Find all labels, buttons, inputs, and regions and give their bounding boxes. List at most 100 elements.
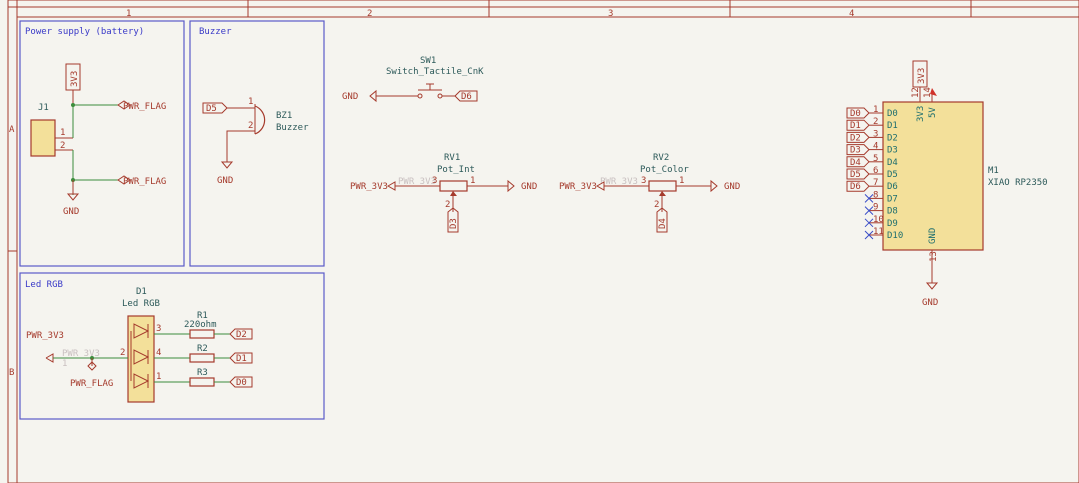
buzzer-value: Buzzer (276, 123, 309, 133)
power-3v3-label: 3V3 (70, 71, 80, 87)
mcu-pin-num-gnd: 13 (929, 251, 939, 262)
row-letter-a: A (9, 125, 15, 135)
r3-ref: R3 (197, 368, 208, 378)
led-resistor-row-1[interactable]: 3 R1 220ohm D2 (154, 311, 253, 340)
mcu-pin-number: 10 (873, 215, 884, 225)
pot-rv2[interactable]: RV2 Pot_Color PWR_3V3 PWR_3V3 3 1 GND 2 … (559, 153, 740, 233)
mcu-pin-number: 8 (873, 190, 878, 200)
mcu-net-label: D2 (850, 133, 861, 143)
rv2-pin-wiper: 2 (654, 200, 659, 210)
mcu-pin-row[interactable]: 9 D8 (864, 203, 898, 217)
mcu-pin-name: D6 (887, 182, 898, 192)
mcu-pin-row[interactable]: 5 D4 D4 (846, 154, 898, 168)
mcu-body[interactable] (882, 101, 984, 251)
rv1-ghost-net: PWR_3V3 (398, 177, 436, 187)
mcu-pin-number: 5 (873, 154, 878, 164)
mcu-m1[interactable]: 3V3 12 14 3V3 5V GND M1 XIAO RP2350 13 G… (846, 60, 1048, 308)
sheet-frame: 1 2 3 4 A B (7, 0, 1079, 483)
mcu-net-label: D4 (850, 158, 861, 168)
rv2-value: Pot_Color (640, 165, 689, 175)
mcu-pin-name: D9 (887, 219, 898, 229)
led-resistor-row-3[interactable]: 1 R3 D0 (154, 368, 253, 388)
mcu-pin-name: D7 (887, 194, 898, 204)
pwr-flag-bottom-label: PWR_FLAG (123, 177, 166, 187)
buzzer-d5-label: D5 (206, 104, 217, 114)
row-letter-b: B (9, 368, 14, 378)
power-block-title: Power supply (battery) (25, 27, 144, 37)
no-connect-icon (864, 206, 874, 215)
j1-connector[interactable] (30, 119, 56, 157)
buzzer-d5-label-box (202, 102, 228, 114)
rv2-pin-left: 3 (641, 176, 646, 186)
rv1-net-left: PWR_3V3 (350, 182, 388, 192)
mcu-pin-row[interactable]: 8 D7 (864, 190, 898, 204)
pot-rv1[interactable]: RV1 Pot_Int PWR_3V3 PWR_3V3 3 1 GND 2 D3 (350, 153, 537, 233)
rv1-ref: RV1 (444, 153, 460, 163)
mcu-pin-num-3v3: 12 (911, 87, 921, 98)
mcu-pin-number: 11 (873, 227, 884, 237)
led-net-in: PWR_3V3 (26, 331, 64, 341)
led-common-pin: 2 (120, 348, 125, 358)
mcu-pin-number: 4 (873, 142, 878, 152)
mcu-pin-gnd: GND (928, 228, 938, 244)
r1-net-label: D2 (236, 330, 247, 340)
led-ghost-net: PWR_3V3 (62, 349, 100, 359)
mcu-pin-name: D4 (887, 158, 898, 168)
power-gnd-label: GND (63, 207, 79, 217)
mcu-pin-5v: 5V (928, 107, 938, 118)
led-pwr-flag-label: PWR_FLAG (70, 379, 113, 389)
sw1-ref: SW1 (420, 56, 436, 66)
rv2-ghost-net: PWR_3V3 (600, 177, 638, 187)
no-connect-icon (864, 194, 874, 203)
mcu-value: XIAO RP2350 (988, 178, 1048, 188)
buzzer-symbol[interactable] (254, 105, 266, 135)
led-resistor-row-2[interactable]: 4 R2 D1 (154, 344, 253, 364)
rv2-ref: RV2 (653, 153, 669, 163)
col-number-4: 4 (849, 9, 854, 19)
mcu-pin-number: 6 (873, 166, 878, 176)
mcu-net-label: D1 (850, 121, 861, 131)
mcu-pin-name: D0 (887, 109, 898, 119)
mcu-gnd-symbol (925, 282, 939, 290)
power-supply-block[interactable]: Power supply (battery) 3V3 J1 1 2 PWR_FL… (19, 20, 185, 267)
sw1-net-label: D6 (461, 92, 472, 102)
buzzer-ref: BZ1 (276, 111, 292, 121)
mcu-pin-name: D2 (887, 133, 898, 143)
mcu-3v3-net: 3V3 (917, 68, 927, 84)
led-rgb-block[interactable]: Led RGB D1 Led RGB PWR_3V3 PWR_3V3 1 PWR… (19, 272, 325, 420)
mcu-pin-name: D5 (887, 170, 898, 180)
rv2-wiper-label: D4 (658, 218, 668, 229)
rv1-value: Pot_Int (437, 165, 475, 175)
mcu-net-label: D0 (850, 109, 861, 119)
rv1-pin-right: 1 (470, 176, 475, 186)
mcu-pin-name: D8 (887, 207, 898, 217)
r1-value: 220ohm (184, 320, 217, 330)
sw1-value: Switch_Tactile_CnK (386, 67, 484, 77)
buzzer-gnd-label: GND (217, 176, 233, 186)
buzzer-block[interactable]: Buzzer D5 1 2 BZ1 Buzzer GND (189, 20, 325, 267)
led-block-title: Led RGB (25, 280, 63, 290)
mcu-pin-number: 9 (873, 203, 878, 213)
led-rgb-symbol[interactable] (127, 315, 155, 403)
r1-ref: R1 (197, 311, 208, 321)
rv1-pin-wiper: 2 (445, 200, 450, 210)
r3-net-label: D0 (236, 378, 247, 388)
sw1-gnd-symbol (369, 89, 377, 103)
j1-pin1: 1 (60, 128, 65, 138)
mcu-pin-num-5v: 14 (923, 87, 933, 98)
mcu-net-label: D3 (850, 146, 861, 156)
r2-ref: R2 (197, 344, 208, 354)
buzzer-pin1: 1 (248, 97, 253, 107)
switch-sw1[interactable]: SW1 Switch_Tactile_CnK GND D6 (342, 56, 484, 103)
mcu-pin-name: D1 (887, 121, 898, 131)
rv2-gnd-label: GND (724, 182, 740, 192)
